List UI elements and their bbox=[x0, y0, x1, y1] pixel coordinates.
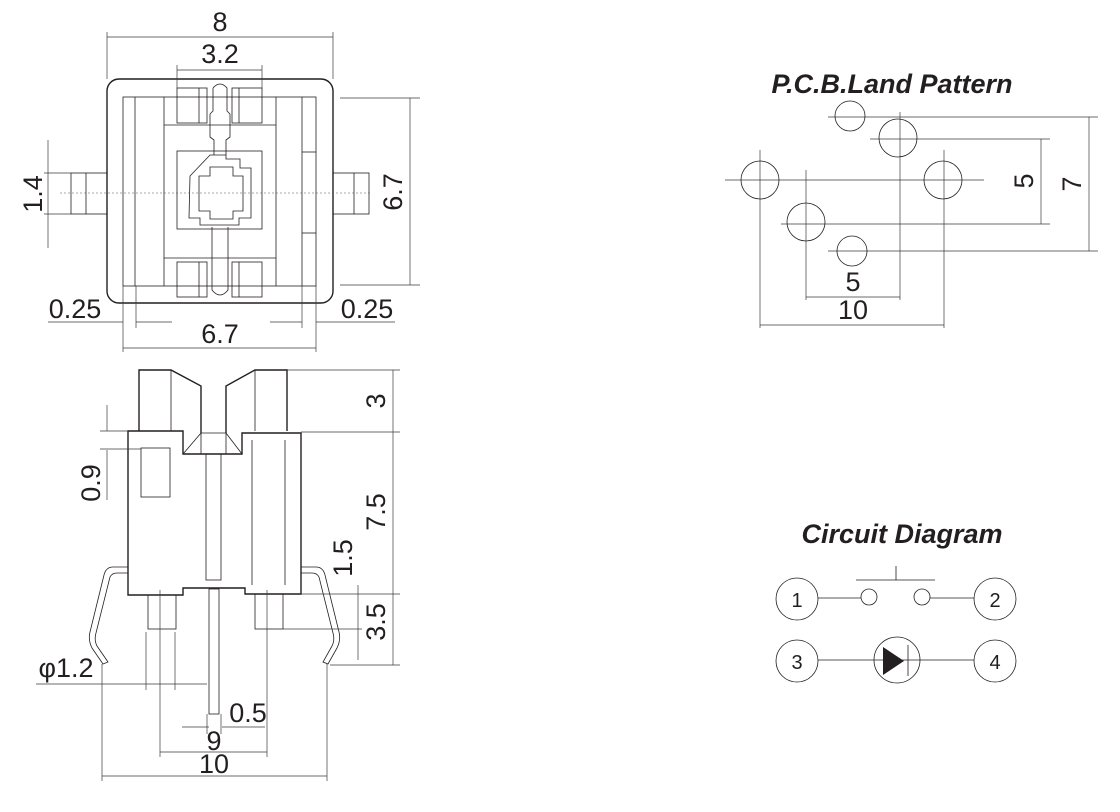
center-pin bbox=[208, 588, 220, 715]
pin-2-terminal bbox=[973, 577, 1017, 621]
cap-right bbox=[225, 369, 288, 433]
pad-hole bbox=[878, 118, 918, 158]
led-diode-icon bbox=[883, 647, 904, 675]
pin-right bbox=[254, 593, 284, 630]
dim-outer-vertical: 7 bbox=[1057, 176, 1087, 191]
right-lead bbox=[332, 172, 370, 215]
cap-left bbox=[138, 369, 202, 433]
contact-pad bbox=[176, 87, 208, 124]
pin-1-terminal bbox=[775, 577, 819, 621]
actuator-stem-top bbox=[209, 83, 231, 155]
left-lead bbox=[70, 172, 108, 215]
pin-2-label: 2 bbox=[989, 590, 1000, 612]
plunger-funnel bbox=[182, 432, 243, 455]
contact-pad bbox=[231, 87, 263, 124]
dim-inner-vertical: 5 bbox=[1009, 173, 1039, 188]
bent-lead-left bbox=[88, 566, 128, 665]
switch-body bbox=[127, 430, 302, 596]
dim-actuator-width: 3.2 bbox=[201, 39, 239, 69]
pin-left bbox=[147, 594, 177, 630]
dim-pin-pitch: 9 bbox=[206, 726, 221, 756]
inner-body bbox=[122, 96, 317, 287]
dim-center-pin: 0.5 bbox=[229, 698, 267, 728]
dim-standoff: 1.5 bbox=[328, 539, 358, 577]
pad-hole bbox=[923, 160, 963, 200]
side-view: 3 7.5 3.5 1.5 0.9 φ1.2 0.5 9 bbox=[36, 369, 400, 781]
pin-3-label: 3 bbox=[791, 652, 802, 674]
pin-3-terminal bbox=[775, 639, 819, 683]
pcb-land-pattern: P.C.B.Land Pattern 5 7 5 10 bbox=[725, 69, 1098, 328]
pcb-title: P.C.B.Land Pattern bbox=[771, 69, 1012, 99]
dim-outer-horizontal: 10 bbox=[838, 295, 868, 325]
contact-pad bbox=[231, 261, 263, 298]
mounting-hole bbox=[836, 235, 868, 267]
dim-pin-length: 3.5 bbox=[361, 603, 391, 641]
center-rod bbox=[205, 453, 222, 581]
dim-pin-diameter: φ1.2 bbox=[38, 653, 93, 683]
dim-lead-span: 10 bbox=[199, 749, 229, 779]
outer-housing bbox=[106, 78, 334, 304]
contact-pad bbox=[176, 261, 208, 298]
switch-contact-right bbox=[913, 588, 931, 606]
led-window bbox=[140, 447, 171, 498]
dim-body-width: 6.7 bbox=[201, 319, 239, 349]
pin-4-label: 4 bbox=[989, 652, 1000, 674]
circuit-diagram: Circuit Diagram 1 2 3 4 bbox=[775, 519, 1017, 684]
dim-cap-height: 3 bbox=[361, 393, 391, 408]
center-recess bbox=[176, 150, 263, 230]
dim-lead-height: 1.4 bbox=[18, 175, 48, 213]
led-window-outer bbox=[188, 154, 252, 226]
circuit-title: Circuit Diagram bbox=[801, 519, 1002, 549]
dim-inner-horizontal: 5 bbox=[845, 267, 860, 297]
mounting-hole bbox=[834, 100, 866, 132]
actuator-stem-bottom bbox=[211, 227, 229, 296]
dim-left-gap: 0.25 bbox=[49, 294, 102, 324]
dim-window-offset: 0.9 bbox=[76, 464, 106, 502]
pin-4-terminal bbox=[973, 639, 1017, 683]
dim-body-height-side: 7.5 bbox=[361, 493, 391, 531]
dim-overall-width: 8 bbox=[212, 7, 227, 37]
switch-contact-left bbox=[860, 588, 878, 606]
bent-lead-right bbox=[301, 566, 341, 665]
dim-body-height: 6.7 bbox=[378, 173, 408, 211]
top-view: 8 3.2 1.4 6.7 0.25 0.25 6.7 bbox=[18, 7, 420, 352]
dim-right-gap: 0.25 bbox=[341, 294, 394, 324]
pin-1-label: 1 bbox=[791, 590, 802, 612]
led-window-inner bbox=[198, 166, 244, 220]
pad-hole bbox=[786, 202, 826, 242]
pad-hole bbox=[740, 160, 780, 200]
